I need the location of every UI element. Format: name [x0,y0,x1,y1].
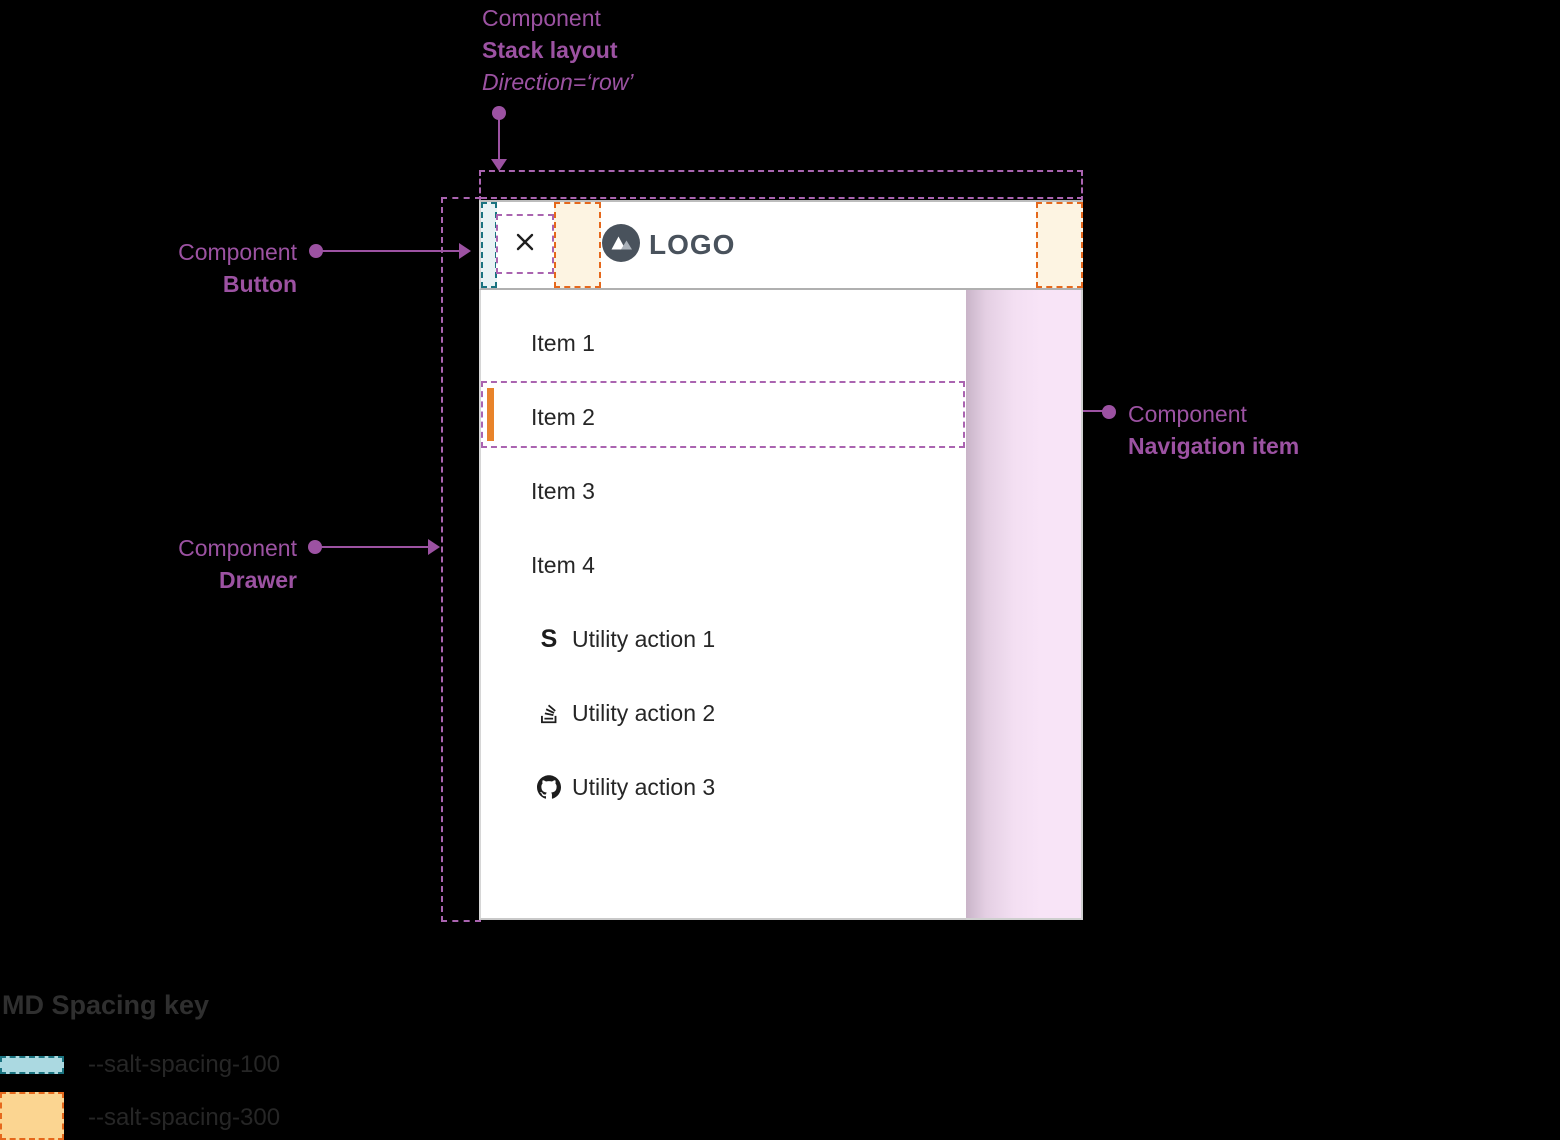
app-backdrop [966,290,1083,920]
stackoverflow-icon [536,702,562,724]
legend-label: --salt-spacing-100 [88,1051,281,1078]
active-indicator [487,388,494,441]
button-annotation: Component Button [97,236,297,300]
annotation-title: Navigation item [1128,433,1300,459]
annotation-title: Stack layout [482,37,618,63]
nav-item-3[interactable]: Item 3 [531,454,595,528]
annotation-dot [1102,405,1116,419]
annotation-title: Button [222,271,297,297]
annotation-eyebrow: Component [178,239,297,265]
drawer-outline-top [481,197,1083,199]
annotation-line [315,250,461,252]
arrow-right-icon [428,539,440,555]
nav-item-label: Item 4 [531,551,595,578]
nav-item-1[interactable]: Item 1 [531,306,595,380]
nav-item-2[interactable]: Item 2 [531,380,595,454]
annotation-title: Drawer [219,567,297,593]
spacing-100-swatch [0,1056,64,1074]
utility-action-label: Utility action 2 [572,699,716,726]
annotation-dot [492,106,506,120]
close-icon [512,229,538,260]
spacing-100-strip [481,202,497,288]
arrow-right-icon [459,243,471,259]
spacing-300-strip [1036,202,1083,288]
drawer-annotation: Component Drawer [97,532,297,596]
drawer-outline [441,197,481,922]
logo: LOGO [601,223,736,268]
annotation-subtitle: Direction=‘row’ [482,69,634,95]
app-header: LOGO [479,200,1083,290]
legend-title: MD Spacing key [2,990,210,1020]
nav-item-label: Item 2 [531,403,595,430]
utility-action-label: Utility action 1 [572,625,716,652]
stack-layout-outline [479,170,1083,202]
annotation-line [498,119,500,161]
s-logo-icon: S [540,624,558,653]
drawer-panel: Item 1 Item 2 Item 3 Item 4 S Utility ac… [479,290,966,920]
stack-layout-annotation: Component Stack layout Direction=‘row’ [482,2,633,98]
annotation-eyebrow: Component [178,535,297,561]
arrow-down-icon [491,159,507,171]
utility-action-1[interactable]: S Utility action 1 [536,602,716,676]
annotation-eyebrow: Component [482,5,601,31]
spacing-300-swatch [0,1092,64,1140]
annotation-eyebrow: Component [1128,401,1247,427]
spacing-300-strip [554,202,601,288]
navigation-item-outline [481,381,965,448]
utility-action-3[interactable]: Utility action 3 [536,750,715,824]
nav-item-label: Item 3 [531,477,595,504]
github-icon [536,775,562,799]
logo-text: LOGO [649,229,736,260]
navigation-item-annotation: Component Navigation item [1128,398,1299,462]
annotation-line [314,546,429,548]
close-button[interactable] [496,214,554,274]
mountain-logo-icon [601,223,641,268]
utility-action-2[interactable]: Utility action 2 [536,676,715,750]
utility-action-label: Utility action 3 [572,773,716,800]
legend-label: --salt-spacing-300 [88,1104,281,1131]
nav-item-label: Item 1 [531,329,595,356]
nav-item-4[interactable]: Item 4 [531,528,595,602]
